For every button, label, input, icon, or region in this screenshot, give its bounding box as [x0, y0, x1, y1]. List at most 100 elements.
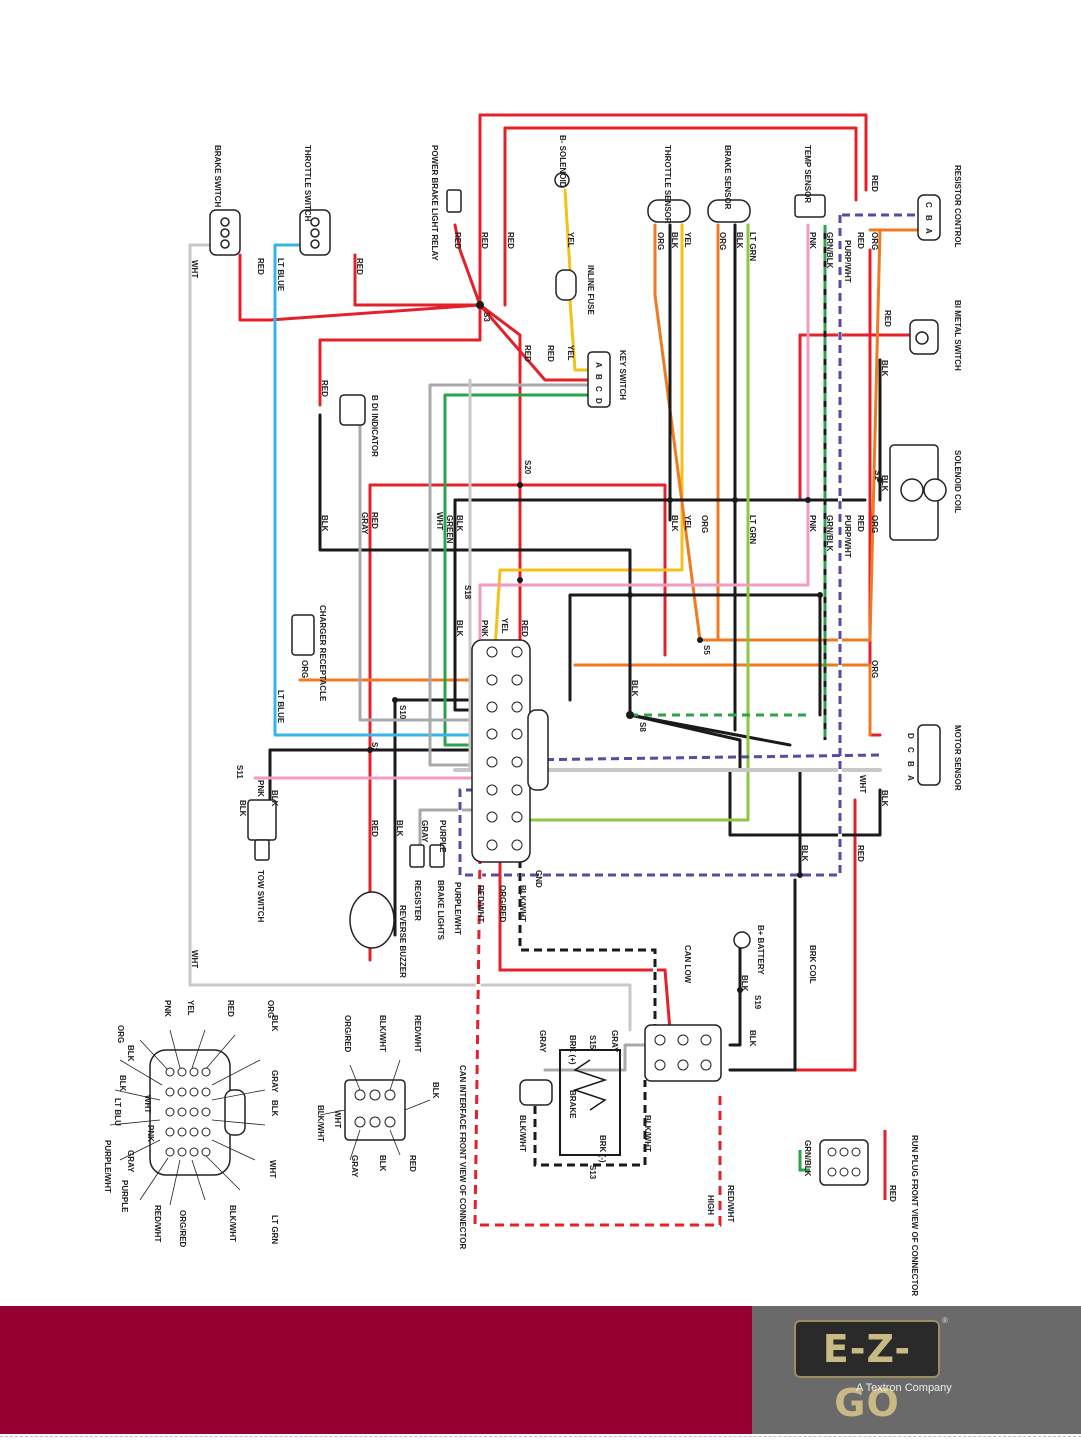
wire-tag-red: RED	[256, 258, 265, 275]
splice-s5: S5	[702, 645, 711, 655]
can-interface-label: CAN INTERFACE FRONT VIEW OF CONNECTOR	[458, 1065, 467, 1250]
wire-tag-wht: WHT	[858, 775, 867, 793]
throttle-sensor-connector	[647, 199, 691, 223]
register-connector	[409, 844, 425, 868]
wire-tag-blk: BLK	[740, 975, 749, 992]
wire-tag-green: GREEN	[445, 515, 454, 544]
wire-tag-red: RED	[520, 620, 529, 637]
wire-tag-red: RED	[856, 515, 865, 532]
footer-band: E-Z-GO ® A Textron Company	[0, 1306, 1081, 1434]
brand-box: E-Z-GO ® A Textron Company	[752, 1306, 1081, 1434]
throttle-sensor-label: THROTTLE SENSOR	[663, 145, 672, 224]
splice-s18: S18	[463, 585, 472, 600]
inline-fuse	[555, 269, 577, 301]
wire-tag-blk: BLK	[670, 515, 679, 532]
wire-tag-blk: BLK	[118, 1075, 127, 1092]
wire-tag-blk: BLK	[670, 232, 679, 249]
resistor-pin: C	[924, 202, 933, 208]
key-switch-connector	[587, 351, 611, 408]
wire-tag-purplewht: PURPLE/WHT	[103, 1140, 112, 1193]
wire-tag-blk: BLK	[630, 680, 639, 697]
wire-tag-gray: GRAY	[610, 1030, 619, 1053]
wire-tag-brk-minus: BRK (-)	[598, 1135, 607, 1163]
wire-tag-purplewht: PURPLE/WHT	[453, 882, 462, 935]
key-switch-pin: B	[594, 374, 603, 380]
wire-tag-red: RED	[523, 345, 532, 362]
power-brake-light-relay-label: POWER BRAKE LIGHT RELAY	[430, 145, 439, 261]
wire-tag-org: ORG	[870, 515, 879, 533]
wire-tag-grnblk: GRN/BLK	[803, 1140, 812, 1177]
wire-tag-orgred: ORG/RED	[178, 1210, 187, 1248]
wire-tag-blkwht: BLK/WHT	[228, 1205, 237, 1242]
wire-tag-purple: PURPLE	[120, 1180, 129, 1213]
wire-tag-red: RED	[856, 845, 865, 862]
register-label: REGISTER	[413, 880, 422, 921]
splice-s15: S15	[588, 1035, 597, 1050]
wire-tag-purpwht: PURP/WHT	[843, 240, 852, 283]
wire-tag-blk: BLK	[270, 1015, 279, 1032]
resistor-pin: A	[924, 228, 933, 234]
wire-wht	[188, 243, 632, 1032]
wire-tag-redwht: RED/WHT	[726, 1185, 735, 1222]
wire-tag-orgred: ORG/RED	[498, 885, 507, 923]
wire-tag-wht: WHT	[190, 260, 199, 278]
wire-tag-blk: BLK	[748, 1030, 757, 1047]
can-interface-connector	[644, 1024, 722, 1082]
wire-tag-org: ORG	[300, 660, 309, 678]
reverse-buzzer-label: REVERSE BUZZER	[398, 905, 407, 978]
splice-s10: S10	[398, 705, 407, 720]
wire-tag-red: RED	[506, 232, 515, 249]
wire-tag-blk: BLK	[431, 1082, 440, 1099]
brake-switch-label: BRAKE SWITCH	[213, 145, 222, 207]
b-battery-label: B+ BATTERY	[756, 925, 765, 975]
registered-mark: ®	[942, 1316, 948, 1325]
wire-tag-org: ORG	[870, 660, 879, 678]
wire-tag-ltblue: LT BLUE	[276, 258, 285, 292]
motor-sensor-pin: A	[906, 775, 915, 781]
motor-sensor-pin: D	[906, 733, 915, 739]
wire-tag-blkwht: BLK/WHT	[316, 1105, 325, 1142]
wire-tag-red: RED	[888, 1185, 897, 1202]
gnd-label: GND	[534, 870, 543, 888]
wire-org	[653, 223, 882, 642]
wire-tag-blk: BLK	[320, 515, 329, 532]
bi-metal-switch-label: BI METAL SWITCH	[953, 300, 962, 371]
wire-tag-pnk: PNK	[256, 780, 265, 797]
wire-tag-ltgrn: LT GRN	[270, 1215, 279, 1244]
wire-tag-blk: BLK	[395, 820, 404, 837]
wire-tag-purpwht: PURP/WHT	[843, 515, 852, 558]
wire-tag-blk: BLK	[378, 1155, 387, 1172]
wire-tag-gray: GRAY	[126, 1150, 135, 1173]
wire-tag-wht: WHT	[435, 512, 444, 530]
motor-sensor-connector	[917, 724, 941, 786]
charger-receptacle	[291, 614, 315, 656]
wire-tag-yel: YEL	[500, 618, 509, 634]
tow-switch-label: TOW SWITCH	[256, 870, 265, 923]
wire-tag-yel: YEL	[683, 515, 692, 531]
wire-tag-blkwht: BLK/WHT	[518, 1115, 527, 1152]
wire-tag-redwht: RED/WHT	[476, 885, 485, 922]
brake-sensor-connector	[707, 199, 751, 223]
footer-maroon-bar	[0, 1306, 752, 1434]
motor-sensor-pin: C	[906, 747, 915, 753]
wire-tag-red: RED	[546, 345, 555, 362]
wire-tag-org: ORG	[700, 515, 709, 533]
temp-sensor-connector	[794, 194, 826, 218]
temp-sensor-label: TEMP SENSOR	[803, 145, 812, 203]
wire-green	[443, 393, 597, 747]
wire-tag-org: ORG	[116, 1025, 125, 1043]
wire-tag-org: ORG	[718, 232, 727, 250]
wire-tag-blk: BLK	[238, 800, 247, 817]
brake-connector	[519, 1079, 553, 1106]
page-edge	[0, 1436, 1081, 1437]
b-plus-battery-terminal	[733, 931, 751, 949]
logo-text: E-Z-GO	[822, 1327, 912, 1425]
wire-gray	[428, 383, 597, 767]
splice-dot	[476, 301, 484, 309]
wire-tag-blk: BLK	[455, 515, 464, 532]
wire-tag-wht: WHT	[268, 1160, 277, 1178]
wire-tag-org: ORG	[870, 232, 879, 250]
wire-tag-ltgrn: LT GRN	[748, 232, 757, 261]
wire-tag-lt-blu: LT BLU	[113, 1098, 122, 1126]
controller-connector	[471, 639, 531, 863]
